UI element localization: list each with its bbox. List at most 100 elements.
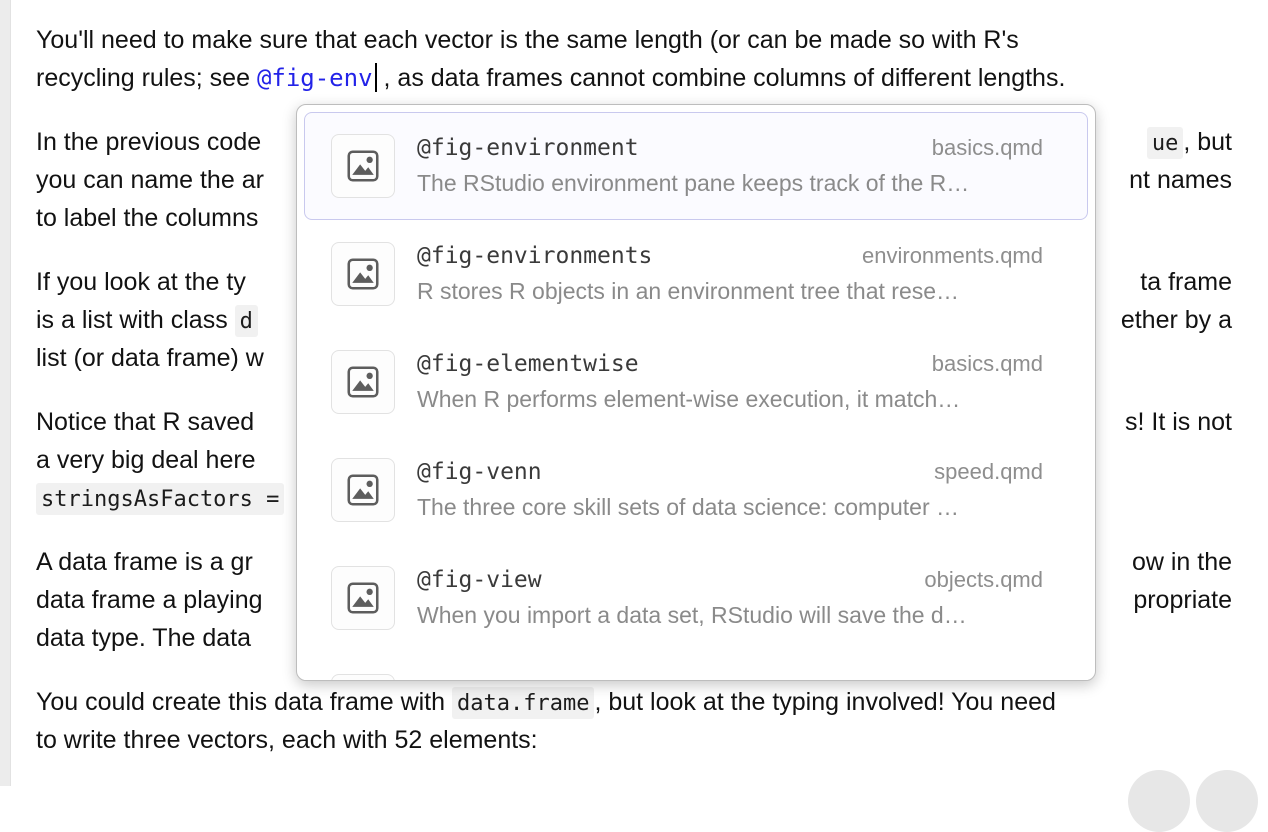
- text-segment: s! It is not: [1125, 408, 1232, 436]
- text-segment: , but look at the typing involved! You n…: [594, 688, 1056, 716]
- figure-caption-preview: R stores R objects in an environment tre…: [417, 278, 960, 304]
- line-right-fragment: propriate: [1133, 581, 1232, 619]
- line-left-fragment: A data frame is a gr: [36, 543, 253, 581]
- image-placeholder-icon: [331, 350, 395, 414]
- image-placeholder-icon: [331, 674, 395, 680]
- line-left-fragment: data type. The data: [36, 619, 251, 657]
- autocomplete-item[interactable]: @fig-environments environments.qmd R store…: [304, 220, 1088, 328]
- line-left-fragment: In the previous code: [36, 123, 261, 161]
- image-placeholder-icon: [331, 566, 395, 630]
- floating-button-2[interactable]: [1196, 770, 1258, 832]
- text-line: you can name the ar nt names: [36, 161, 1232, 199]
- autocomplete-item[interactable]: @fig-: [304, 652, 1088, 680]
- autocomplete-item-header: @fig-elementwise basics.qmd: [417, 351, 1043, 377]
- autocomplete-item-header: @fig-environment basics.qmd: [417, 135, 1043, 161]
- line-left-fragment: list (or data frame) w: [36, 339, 264, 377]
- text-segment: ta frame: [1140, 268, 1232, 296]
- text-line: a very big deal here: [36, 441, 1232, 479]
- image-placeholder-icon: [331, 242, 395, 306]
- text-line: stringsAsFactors =: [36, 479, 1232, 517]
- figure-caption-preview: When you import a data set, RStudio will…: [417, 602, 967, 628]
- text-segment: recycling rules; see: [36, 64, 257, 92]
- line-right-fragment: nt names: [1129, 161, 1232, 199]
- text-segment: , but: [1183, 128, 1232, 156]
- paragraph: If you look at the ty ta frame is a list w…: [36, 263, 1232, 377]
- source-file-label: speed.qmd: [934, 459, 1043, 484]
- figure-caption-preview: The RStudio environment pane keeps track…: [417, 170, 970, 196]
- inline-code: stringsAsFactors =: [36, 483, 285, 515]
- text-segment: If you look at the ty: [36, 268, 246, 296]
- text-line: is a list with class d ether by a: [36, 301, 1232, 339]
- text-line: You'll need to make sure that each vecto…: [36, 21, 1232, 59]
- figure-ref-label: @fig-environments: [417, 243, 653, 269]
- text-line: list (or data frame) w: [36, 339, 1232, 377]
- text-line: In the previous code ue, but: [36, 123, 1232, 161]
- text-segment: you can name the ar: [36, 166, 264, 194]
- figure-caption-preview: The three core skill sets of data scienc…: [417, 494, 960, 520]
- text-line: to label the columns: [36, 199, 1232, 237]
- text-segment: ow in the: [1131, 548, 1232, 576]
- line-left-fragment: is a list with class d: [36, 301, 258, 339]
- line-left-fragment: a very big deal here: [36, 441, 256, 479]
- text-line: to write three vectors, each with 52 ele…: [36, 721, 1232, 759]
- text-line: data type. The data: [36, 619, 1232, 657]
- source-file-label: basics.qmd: [931, 135, 1043, 160]
- figure-reference[interactable]: @fig-env: [256, 64, 373, 92]
- text-segment: You could create this data frame with: [36, 688, 452, 716]
- line-right-fragment: ta frame: [1140, 263, 1232, 301]
- line-left-fragment: Notice that R saved: [36, 403, 254, 441]
- source-file-label: basics.qmd: [931, 351, 1043, 376]
- text-line: You could create this data frame with da…: [36, 683, 1232, 721]
- line-right-fragment: ether by a: [1121, 301, 1232, 339]
- text-line: A data frame is a gr ow in the: [36, 543, 1232, 581]
- paragraph: A data frame is a gr ow in the data frame …: [36, 543, 1232, 657]
- text-segment: propriate: [1133, 586, 1232, 614]
- paragraph: You'll need to make sure that each vecto…: [36, 21, 1232, 97]
- line-right-fragment: ow in the: [1132, 543, 1232, 581]
- text-segment: Notice that R saved: [36, 408, 255, 436]
- figure-ref-label: @fig-venn: [417, 459, 542, 485]
- image-placeholder-icon: [331, 458, 395, 522]
- line-left-fragment: If you look at the ty: [36, 263, 246, 301]
- text-segment: to write three vectors, each with 52 ele…: [36, 726, 538, 754]
- floating-button-1[interactable]: [1128, 770, 1190, 832]
- figure-ref-label: @fig-view: [417, 567, 542, 593]
- line-right-fragment: ue, but: [1146, 123, 1232, 161]
- left-gutter: [0, 0, 11, 786]
- text-line: If you look at the ty ta frame: [36, 263, 1232, 301]
- source-file-label: environments.qmd: [862, 243, 1043, 268]
- text-line: Notice that R saved s! It is not: [36, 403, 1232, 441]
- text-segment: A data frame is a gr: [36, 548, 253, 576]
- text-cursor: [374, 63, 377, 92]
- figure-ref-label: @fig-environment: [417, 135, 639, 161]
- inline-code: data.frame: [451, 687, 595, 719]
- text-segment: a very big deal here: [36, 446, 256, 474]
- figure-ref-label: @fig-elementwise: [417, 351, 639, 377]
- text-segment: , as data frames cannot combine columns …: [383, 64, 1066, 92]
- text-segment: nt names: [1129, 166, 1232, 194]
- text-segment: You'll need to make sure that each vecto…: [36, 26, 1019, 54]
- line-left-fragment: data frame a playing: [36, 581, 263, 619]
- figure-caption-preview: When R performs element-wise execution, …: [417, 386, 961, 412]
- text-segment: data type. The data: [36, 624, 251, 652]
- autocomplete-item-header: @fig-venn speed.qmd: [417, 459, 1043, 485]
- autocomplete-item-body: @fig-environments environments.qmd R store…: [417, 243, 1043, 305]
- text-segment: list (or data frame) w: [36, 344, 264, 372]
- document-text[interactable]: You'll need to make sure that each vecto…: [36, 21, 1232, 785]
- line-left-fragment: to label the columns: [36, 199, 258, 237]
- line-left-fragment: you can name the ar: [36, 161, 264, 199]
- paragraph: Notice that R saved s! It is not a very bi…: [36, 403, 1232, 517]
- image-placeholder-icon: [331, 134, 395, 198]
- text-line: recycling rules; see @fig-env , as data f…: [36, 59, 1232, 97]
- text-line: data frame a playing propriate: [36, 581, 1232, 619]
